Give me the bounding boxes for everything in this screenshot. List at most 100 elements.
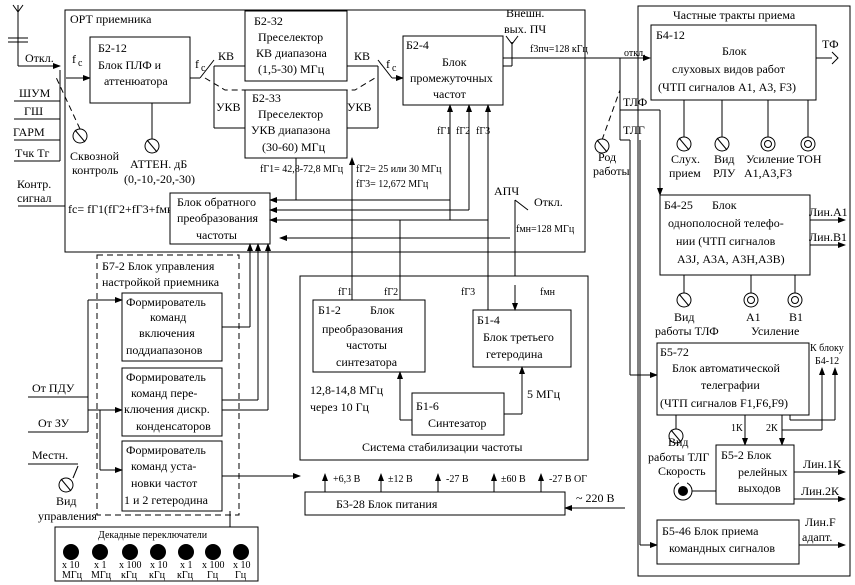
block-b5-2 [715,444,795,505]
b1-4-line-1: Блок третьего [483,330,554,344]
hearing-label-1: Слух. [671,152,700,166]
b1-2-id: Б1-2 [318,303,341,317]
fg1-range-label: fГ1= 42,8-72,8 МГц [260,164,344,175]
b2-33-line-1: Преселектор [258,107,323,121]
decade-unit-label: Гц [207,570,219,581]
input-control-label-1: Контр. [17,177,51,191]
decade-mult-label: x 10 [233,560,251,571]
b4-12-id: Б4-12 [656,28,685,42]
g2-label: fГ2 [456,126,470,137]
b4-25-line-4: А3J, А3А, А3Н,А3В) [677,252,785,266]
b2-33-line-3: (30-60) МГц [262,140,326,154]
block-b2-33 [244,89,348,159]
block-b2-32 [244,10,348,82]
line-f-label-1: Лин.F [805,515,836,529]
decade-unit-label: МГц [62,570,83,581]
decade-knob-icon[interactable] [233,544,249,560]
b2-33-id: Б2-33 [252,91,281,105]
block-b2-12 [89,36,191,104]
fc-mid-sub: c [201,63,206,74]
former2-line-4: конденсаторов [136,419,211,433]
reverse-line-2: преобразования [177,211,259,225]
former1-line-3: включения [139,326,195,340]
b1-4-id: Б1-4 [477,313,500,327]
b5-72-line-1: Блок автоматической [672,361,781,375]
through-control-label-2: контроль [72,163,119,177]
b5-2-id: Б5-2 Блок [721,448,772,462]
b7-2-title-2: настройкой приемника [102,275,220,289]
fc-input-sub: c [78,58,83,69]
apch-label: АПЧ [494,184,519,198]
control-mode-label-1: Вид [56,494,77,508]
input-control-label-2: сигнал [17,191,52,205]
tone-label: ТОН [797,152,822,166]
b1-label: В1 [789,310,803,324]
rail-label: -27 В ОГ [549,474,587,485]
control-mode-label-2: управления [38,509,97,523]
b5-2-line-2: выходов [738,481,781,495]
tf-label: ТФ [822,37,839,51]
ext-out-label-2: вых. ПЧ [504,22,546,36]
b2-32-line-1: Преселектор [258,30,323,44]
rail-label: ±12 В [388,474,413,485]
b5-72-line-3: (ЧТП сигналов F1,F6,F9) [660,396,788,410]
b2-33-line-2: УКВ диапазона [251,123,331,137]
b4-25-id: Б4-25 [664,198,693,212]
g3-label: fГ3 [476,126,490,137]
b2-4-id: Б2-4 [406,38,429,52]
tlf-route-label: ТЛФ [623,95,647,109]
decade-knob-icon[interactable] [205,544,221,560]
former-capacitor-block [121,367,223,437]
former-subband-block [121,292,223,362]
b5-46-line-2: командных сигналов [669,541,775,555]
gain-knob-inner [764,140,772,148]
decade-knob-icon[interactable] [122,544,138,560]
b1-6-id: Б1-6 [416,399,439,413]
b2-4-line-2: промежуточных [410,71,493,85]
f3pch-label: f3пч=128 кГц [530,44,588,55]
b1-2-line-4: синтезатора [336,355,398,369]
decade-title: Декадные переключатели [98,530,208,541]
power-rails: +6,3 В ±12 В -27 В ±60 В -27 В ОГ [322,473,587,492]
decade-knob-icon[interactable] [178,544,194,560]
ukv-left-label: УКВ [216,100,241,114]
speed-switch-icon[interactable] [673,481,693,501]
fg3-range-label: fГ3= 12,672 МГц [356,179,429,190]
decade-knob-icon[interactable] [63,544,79,560]
b1-2-line-3: частоты [346,338,387,352]
fc-right-sub: c [392,63,397,74]
work-mode-label-1: Род [598,150,616,164]
decade-knob-icon[interactable] [92,544,108,560]
tlg-mode-label-1: Вид [668,435,689,449]
b5-72-id: Б5-72 [660,345,689,359]
power-block-label: Б3-28 Блок питания [336,497,438,511]
fc-input-label: f [72,52,76,66]
b2-12-line-2: аттенюатора [104,74,168,88]
rail-label: -27 В [446,474,469,485]
b2-4-line-1: Блок [442,55,467,69]
decade-knob-icon[interactable] [150,544,166,560]
decade-unit-label: Гц [235,570,247,581]
reverse-line-3: частоты [196,228,237,242]
decade-unit-label: кГц [177,570,194,581]
kv-right-label: КВ [354,49,370,63]
line-f-label-2: адапт. [802,530,832,544]
fc-mid-label: f [195,57,199,71]
b2-12-id: Б2-12 [98,41,127,55]
from-zu-label: От ЗУ [38,416,70,430]
b2-32-line-3: (1,5-30) МГц [258,62,325,76]
formula-label: fc= fГ1(fГ2+fГ3+fмн) [68,202,177,216]
b1-2-line-2: преобразования [322,322,404,336]
former2-line-2: команд пере- [131,386,197,400]
input-noise-label: ШУМ [19,86,51,100]
b5-46-line-1: Б5-46 Блок приема [662,524,759,538]
synth-range-label-2: через 10 Гц [310,400,370,414]
b1-2-fg1-label: fГ1 [338,287,352,298]
local-label: Местн. [32,448,68,462]
b2-32-line-2: КВ диапазона [256,46,328,60]
fc-right-label: f [386,57,390,71]
gain2-label: Усиление [751,324,799,338]
block-b1-6 [411,392,505,436]
gain-label-2: А1,А3,F3 [744,166,792,180]
